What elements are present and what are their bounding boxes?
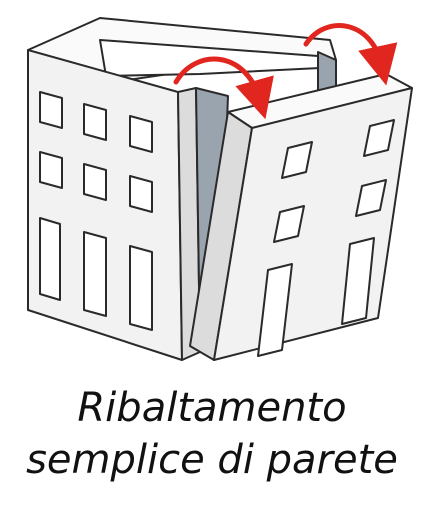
caption-line-1: Ribaltamento: [77, 385, 347, 431]
overturning-wall: [189, 73, 413, 361]
building-overturning-illustration: [27, 17, 413, 361]
caption-line-2: semplice di parete: [26, 437, 398, 483]
overturning-arrow-icon: [173, 23, 398, 120]
caption: Ribaltamento semplice di parete: [0, 382, 424, 486]
